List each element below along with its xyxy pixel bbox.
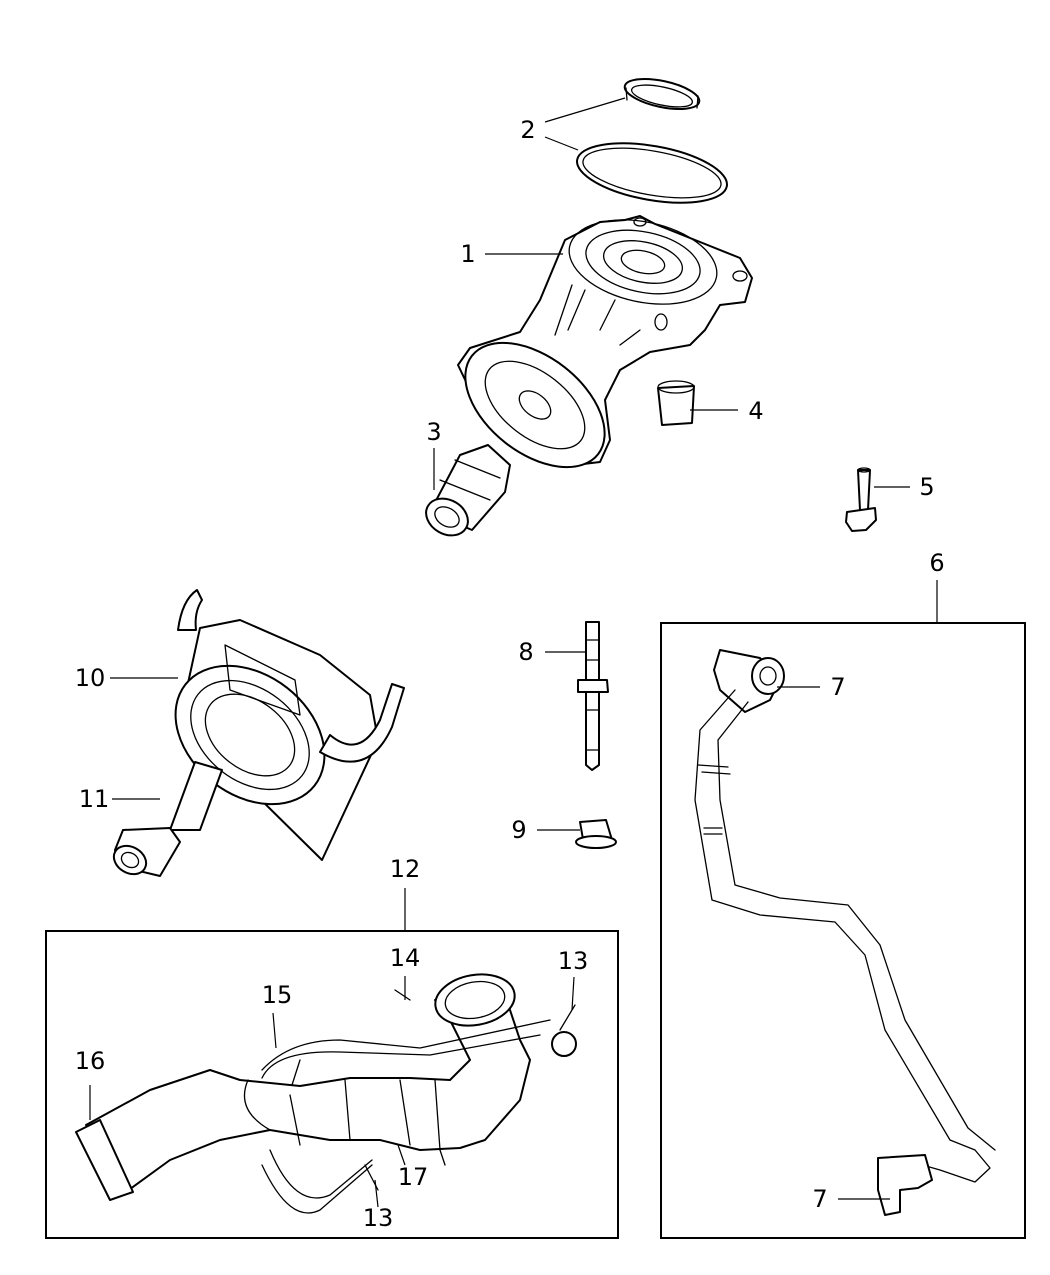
part-6-tube-assembly — [694, 649, 996, 1216]
callout-7-top: 7 — [830, 673, 845, 701]
callout-7-bottom: 7 — [812, 1185, 827, 1213]
callout-13-bottom: 13 — [363, 1204, 394, 1232]
callout-13-top: 13 — [558, 947, 589, 975]
kit-6-frame — [660, 622, 1026, 1239]
callout-1: 1 — [460, 240, 475, 268]
part-9-nut — [575, 819, 617, 849]
callouts: 1 2 3 4 5 6 7 7 8 9 10 11 12 13 13 14 15… — [75, 116, 945, 1232]
callout-11: 11 — [79, 785, 110, 813]
callout-6: 6 — [929, 549, 944, 577]
callout-15: 15 — [262, 981, 293, 1009]
callout-5: 5 — [919, 473, 934, 501]
callout-10: 10 — [75, 664, 106, 692]
kit-12-frame — [45, 930, 619, 1239]
part-11-adapter — [112, 761, 223, 877]
callout-8: 8 — [518, 638, 533, 666]
callout-17: 17 — [398, 1163, 429, 1191]
part-2-seal-rings — [576, 78, 728, 204]
callout-4: 4 — [748, 397, 763, 425]
callout-12: 12 — [390, 855, 421, 883]
callout-9: 9 — [511, 816, 526, 844]
part-8-stud — [577, 621, 609, 771]
callout-16: 16 — [75, 1047, 106, 1075]
part-4-sleeve — [657, 380, 695, 426]
callout-3: 3 — [426, 418, 441, 446]
part-5-bolt — [845, 467, 877, 532]
leader-lines — [89, 97, 938, 1208]
part-3-fitting — [425, 444, 511, 537]
callout-14: 14 — [390, 944, 421, 972]
part-12-hose-assembly — [75, 973, 577, 1214]
part-1-housing — [457, 215, 753, 469]
callout-2: 2 — [520, 116, 535, 144]
